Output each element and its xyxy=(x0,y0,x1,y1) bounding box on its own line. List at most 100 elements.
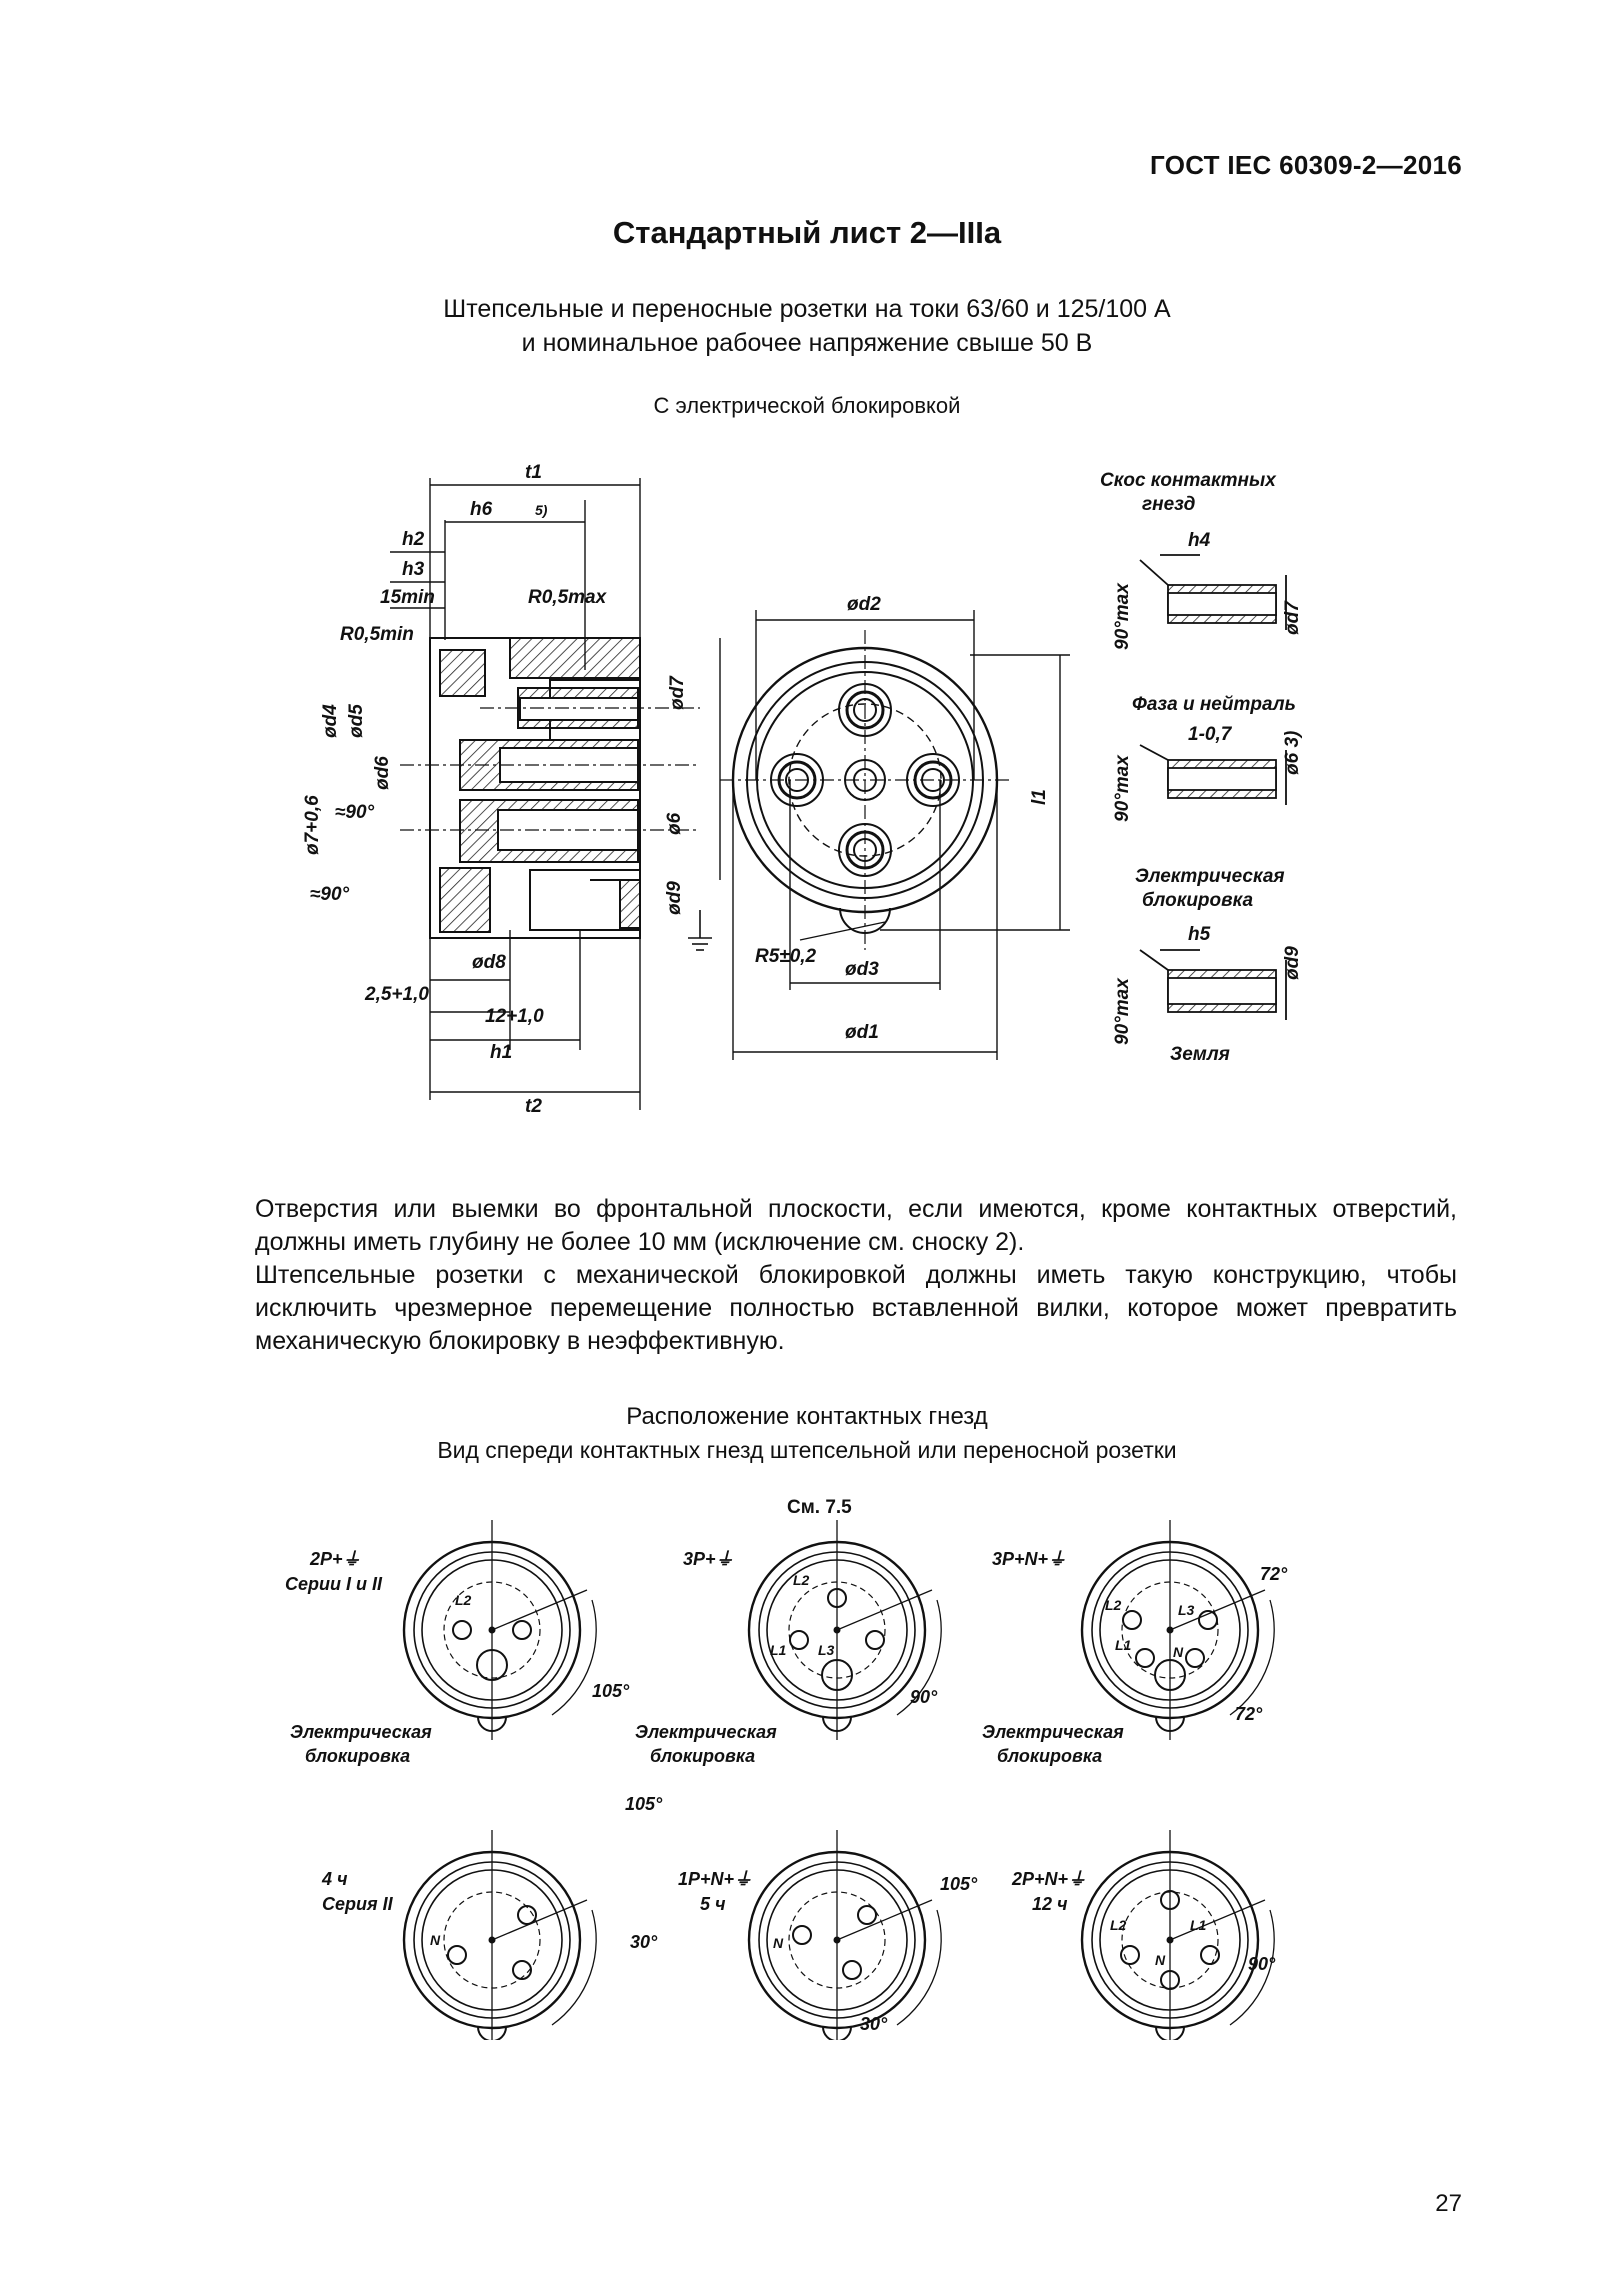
c3-pin-l2: L2 xyxy=(1105,1597,1122,1613)
front-dimension-labels: ød2 l1 R5±0,2 ød3 ød1 xyxy=(755,594,1050,1043)
socket-layout-1 xyxy=(402,1520,597,1740)
c6-pin-l2: L2 xyxy=(1110,1917,1127,1933)
detail-angle-2: 90°max xyxy=(1112,754,1133,822)
key-notch xyxy=(477,2026,507,2040)
config-5-label: 1P+N+⏚ xyxy=(678,1869,752,1889)
angle-ray xyxy=(491,1589,588,1631)
dim-r05min: R0,5min xyxy=(340,624,414,645)
config-5-sub: 5 ч xyxy=(700,1894,726,1914)
c2-pin-l1: L1 xyxy=(770,1642,787,1658)
dim-h2: h2 xyxy=(402,529,425,550)
dim-r05max: R0,5max xyxy=(528,587,608,608)
config-3-angle-2: 72° xyxy=(1235,1704,1263,1724)
contact-socket-4 xyxy=(1185,1648,1205,1668)
c3-pin-l1: L1 xyxy=(1115,1637,1132,1653)
dim-7-tol: ø7+0,6 xyxy=(302,795,323,855)
contact-socket-3 xyxy=(1135,1648,1155,1668)
dim-d9: ød9 xyxy=(664,881,685,915)
dim-angle-90-a: ≈90° xyxy=(335,802,375,823)
detail-h4: h4 xyxy=(1188,530,1211,551)
config-1-sub: Серии I и II xyxy=(285,1574,383,1594)
config-2-angle: 90° xyxy=(910,1687,938,1707)
key-notch xyxy=(822,2026,852,2040)
contact-socket-2 xyxy=(857,1905,877,1925)
socket-layout-2 xyxy=(747,1520,942,1740)
dim-d1: ød1 xyxy=(845,1022,879,1043)
angle-arc xyxy=(1229,1599,1275,1716)
subtitle-line-2: и номинальное рабочее напряжение свыше 5… xyxy=(521,329,1093,357)
config-2-label: 3P+⏚ xyxy=(683,1549,734,1569)
contact-socket-2 xyxy=(1198,1610,1218,1630)
detail-angle-3: 90°max xyxy=(1112,977,1133,1045)
interlock-detail-1: Электрическая xyxy=(1135,866,1285,887)
side-dimension-labels: t1 h6 5) h2 h3 15min R0,5max R0,5min ød4… xyxy=(302,462,688,1117)
dim-h3: h3 xyxy=(402,559,425,580)
contact-socket-5 xyxy=(1154,1659,1186,1691)
contact-socket-3 xyxy=(476,1649,508,1681)
interlock-note: С электрической блокировкой xyxy=(653,393,961,418)
contact-socket-4 xyxy=(1160,1970,1180,1990)
interlock-caption-2a: Электрическая xyxy=(635,1722,777,1742)
c4-pin-n: N xyxy=(430,1932,441,1948)
phase-d6: ø6 3) xyxy=(1282,731,1303,775)
paragraph-1: Отверстия или выемки во фронтальной плос… xyxy=(255,1195,1457,1256)
detail-h5: h5 xyxy=(1188,924,1211,945)
earth-symbol xyxy=(688,910,712,951)
detail-title-2: гнезд xyxy=(1142,494,1196,515)
dim-d4: ød4 xyxy=(320,704,341,738)
detail-d9: ød9 xyxy=(1282,946,1303,980)
dim-angle-90-b: ≈90° xyxy=(310,884,350,905)
phase-dim: 1-0,7 xyxy=(1188,724,1233,745)
c2-pin-l3: L3 xyxy=(818,1642,835,1658)
dim-d7: ød7 xyxy=(667,675,688,710)
contact-socket-4 xyxy=(821,1659,853,1691)
angle-ray xyxy=(1169,1899,1266,1941)
angle-arc xyxy=(896,1599,942,1716)
layout-subtitle: Вид спереди контактных гнезд штепсельной… xyxy=(437,1437,1177,1463)
see-reference: См. 7.5 xyxy=(787,1497,852,1518)
socket-layout-4 xyxy=(402,1830,597,2040)
c3-pin-l3: L3 xyxy=(1178,1602,1195,1618)
sheet-title: Стандартный лист 2—IIIa xyxy=(612,215,1002,250)
config-1-label: 2P+⏚ xyxy=(309,1549,361,1569)
config-labels: 2P+⏚ Серии I и II 3P+⏚ 3P+N+⏚ 4 ч Серия … xyxy=(285,1549,1288,2034)
interlock-detail-2: блокировка xyxy=(1142,890,1253,911)
config-6-sub: 12 ч xyxy=(1032,1894,1068,1914)
text-block: Отверстия или выемки во фронтальной плос… xyxy=(197,1193,1457,1358)
config-1-angle: 105° xyxy=(592,1681,630,1701)
dim-d3: ød3 xyxy=(845,959,879,980)
interlock-caption-1b: блокировка xyxy=(305,1746,410,1766)
interlock-caption-2b: блокировка xyxy=(650,1746,755,1766)
config-3-label: 3P+N+⏚ xyxy=(992,1549,1066,1569)
paragraph-2: Штепсельные розетки с механической блоки… xyxy=(255,1261,1457,1355)
angle-arc xyxy=(1229,1909,1275,2026)
contact-socket-1 xyxy=(1122,1610,1142,1630)
angle-ray xyxy=(836,1589,933,1631)
contact-socket-3 xyxy=(1200,1945,1220,1965)
layout-title: Расположение контактных гнезд xyxy=(626,1403,988,1430)
dim-footnote-5: 5) xyxy=(535,502,548,518)
dim-15min: 15min xyxy=(380,587,435,608)
config-6-angle: 90° xyxy=(1248,1954,1276,1974)
c5-pin-n: N xyxy=(773,1935,784,1951)
contact-socket-1 xyxy=(827,1588,847,1608)
pin-labels: L2 L2 L1 L3 L2 L3 L1 N N N L2 L1 N xyxy=(430,1572,1207,1968)
dim-d2: ød2 xyxy=(847,594,881,615)
c3-pin-n: N xyxy=(1173,1644,1184,1660)
config-4-angle: 105° xyxy=(625,1794,663,1814)
c6-pin-n: N xyxy=(1155,1952,1166,1968)
dim-r5: R5±0,2 xyxy=(755,946,817,967)
contact-socket-2 xyxy=(517,1905,537,1925)
interlock-caption-1a: Электрическая xyxy=(290,1722,432,1742)
angle-ray xyxy=(1169,1589,1266,1631)
dim-h6: h6 xyxy=(470,499,493,520)
contact-socket-1 xyxy=(447,1945,467,1965)
dim-6: ø6 xyxy=(664,812,685,835)
config-4-sub: Серия II xyxy=(322,1894,394,1914)
dim-h1: h1 xyxy=(490,1042,512,1063)
page-number: 27 xyxy=(1435,2190,1462,2217)
phase-label: Фаза и нейтраль xyxy=(1132,694,1296,715)
contact-socket-3 xyxy=(842,1960,862,1980)
detail-labels: Скос контактных гнезд h4 ød7 90°max Фаза… xyxy=(1100,470,1303,1065)
angle-arc xyxy=(896,1909,942,2026)
